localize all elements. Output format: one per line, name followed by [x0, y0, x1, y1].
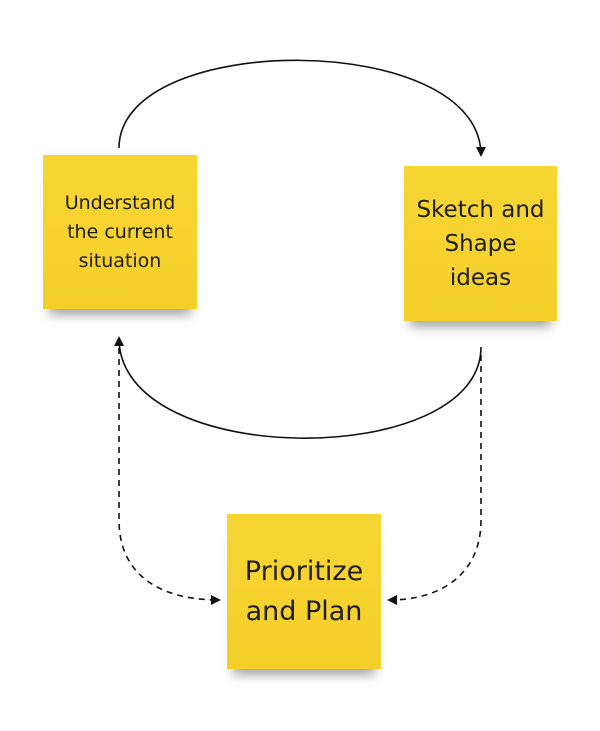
sticky-note-understand[interactable]: Understand the current situation	[43, 155, 197, 309]
dashed-arrow-understand-to-prioritize	[118, 348, 221, 605]
sticky-note-sketch-label: Sketch and Shape ideas	[416, 196, 545, 291]
sticky-note-prioritize[interactable]: Prioritize and Plan	[227, 514, 381, 669]
dashed-arrow-sketch-to-prioritize	[387, 355, 482, 605]
arrow-sketch-to-understand	[114, 336, 482, 439]
sticky-note-prioritize-label: Prioritize and Plan	[244, 555, 364, 627]
sticky-note-sketch[interactable]: Sketch and Shape ideas	[404, 166, 557, 321]
sticky-note-understand-label: Understand the current situation	[64, 191, 176, 272]
arrow-understand-to-sketch	[118, 59, 486, 157]
